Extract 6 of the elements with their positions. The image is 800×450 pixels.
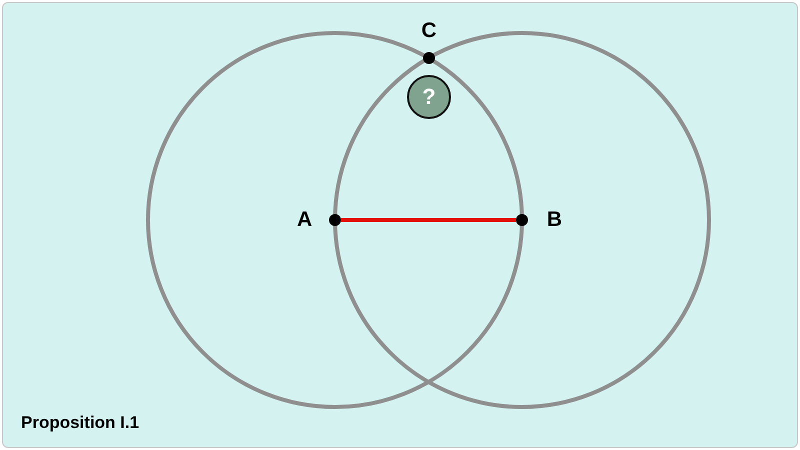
point-label: C (421, 19, 437, 43)
question-mark-circle: ? (407, 75, 451, 119)
line-segment (341, 218, 516, 222)
point-label: B (546, 208, 562, 232)
point-label: A (297, 208, 312, 232)
caption: Proposition I.1 (21, 413, 140, 433)
